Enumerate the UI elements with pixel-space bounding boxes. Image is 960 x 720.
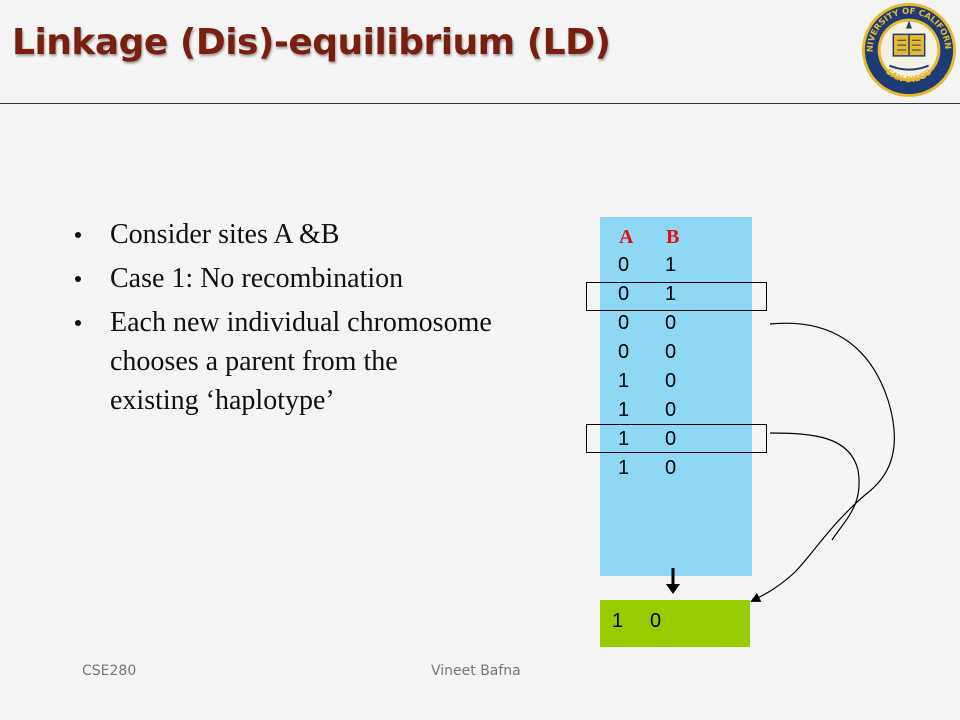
bullet-item: Consider sites A &B — [72, 215, 492, 254]
bullet-text: Consider sites A &B — [110, 219, 340, 250]
footer-author: Vineet Bafna — [431, 663, 521, 679]
footer-course: CSE280 — [82, 663, 137, 679]
site-a-header: A — [619, 226, 634, 248]
allele-b-row6: 0 — [665, 399, 677, 421]
curved-arrow-bottom — [769, 432, 860, 541]
bullet-text: Case 1: No recombination — [110, 263, 404, 294]
curved-arrow-top — [750, 322, 896, 602]
allele-b-row5: 0 — [665, 370, 677, 392]
slide-title: Linkage (Dis)-equilibrium (LD) — [12, 22, 611, 63]
site-b-header: B — [666, 226, 680, 248]
ucsd-seal-logo: UNIVERSITY OF CALIFORNIA SAN DIEGO — [860, 1, 957, 98]
bullet-text: Each new individual chromosome chooses a… — [110, 307, 492, 416]
selected-haplotype-box — [586, 424, 767, 453]
bullet-item: Each new individual chromosome chooses a… — [72, 303, 492, 420]
bullet-dot-icon — [75, 320, 81, 326]
allele-a-row8: 1 — [618, 457, 630, 479]
selected-haplotype-box — [586, 282, 767, 311]
allele-b-row8: 0 — [665, 457, 677, 479]
allele-a-row5: 1 — [618, 370, 630, 392]
child-allele-b: 0 — [650, 610, 662, 632]
allele-a-row1: 0 — [618, 254, 630, 276]
down-arrow-head — [666, 584, 680, 594]
allele-b-row1: 1 — [665, 254, 677, 276]
allele-a-row3: 0 — [618, 312, 630, 334]
allele-b-row2: 1 — [665, 283, 677, 305]
bullet-dot-icon — [75, 276, 81, 282]
bullet-item: Case 1: No recombination — [72, 259, 492, 298]
child-allele-a: 1 — [612, 610, 624, 632]
bullet-list: Consider sites A &B Case 1: No recombina… — [72, 215, 492, 425]
allele-a-row4: 0 — [618, 341, 630, 363]
allele-b-row3: 0 — [665, 312, 677, 334]
allele-b-row4: 0 — [665, 341, 677, 363]
population-panel — [600, 217, 752, 576]
allele-a-row6: 1 — [618, 399, 630, 421]
allele-a-row2: 0 — [618, 283, 630, 305]
allele-b-row7: 0 — [665, 428, 677, 450]
allele-a-row7: 1 — [618, 428, 630, 450]
new-chromosome-box — [600, 600, 750, 647]
title-divider — [0, 103, 960, 104]
bullet-dot-icon — [75, 232, 81, 238]
